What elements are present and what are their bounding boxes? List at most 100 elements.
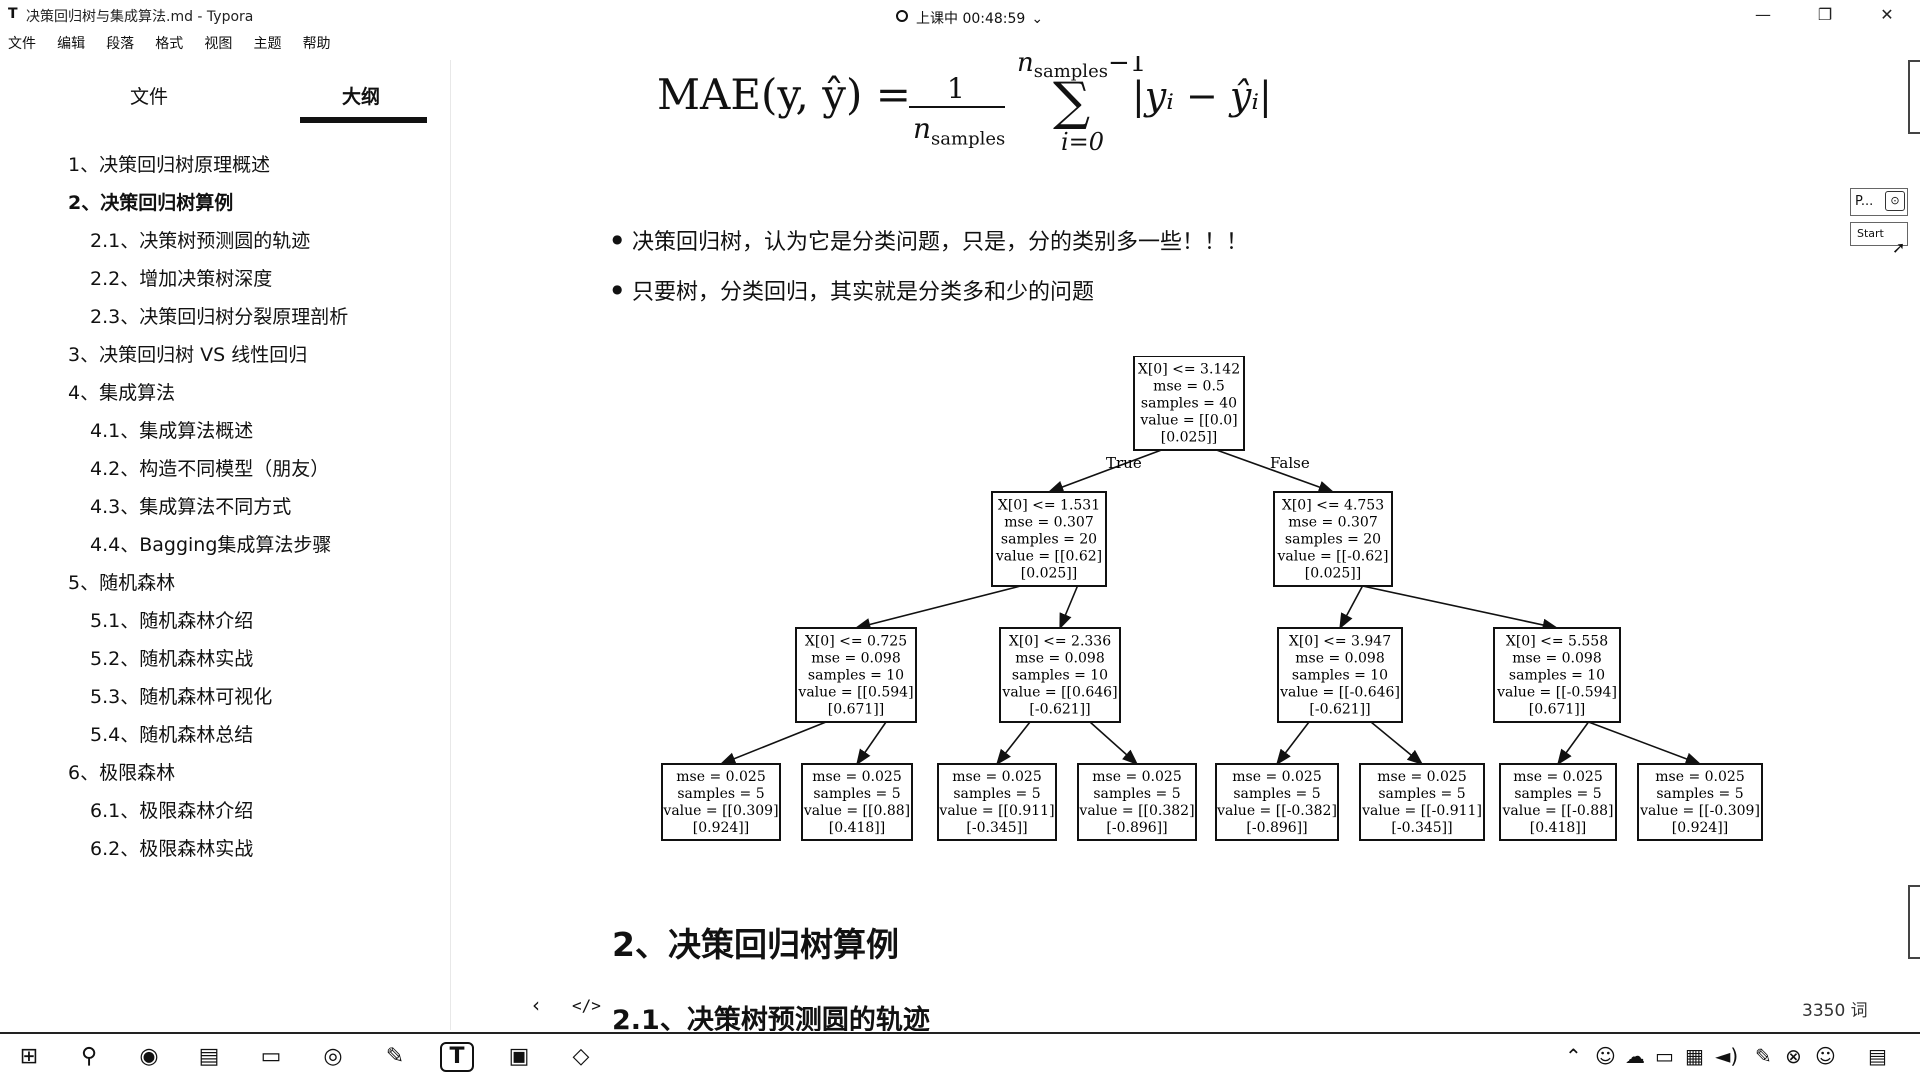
menu-file[interactable]: 文件 bbox=[8, 36, 36, 52]
tree-node-line: mse = 0.307 bbox=[1004, 515, 1093, 531]
mae-formula: MAE(y, ŷ) = 1 nsamples nsamples−1 ∑ i=0 … bbox=[657, 56, 1297, 166]
outline-item[interactable]: 6.2、极限森林实战 bbox=[90, 838, 254, 860]
window-title: 决策回归树与集成算法.md - Typora bbox=[26, 9, 254, 25]
tree-node-line: samples = 5 bbox=[1514, 786, 1601, 802]
editor-pane[interactable]: MAE(y, ŷ) = 1 nsamples nsamples−1 ∑ i=0 … bbox=[452, 56, 1912, 1031]
recording-status[interactable]: 上课中 00:48:59⌄ bbox=[896, 8, 1043, 28]
tree-edge bbox=[1216, 449, 1335, 494]
start-button[interactable]: Start bbox=[1850, 222, 1908, 246]
formula-lhs: MAE(y, ŷ) = bbox=[657, 70, 911, 119]
academic-icon[interactable]: ◇ bbox=[572, 1044, 590, 1069]
video-icon[interactable]: ▤ bbox=[198, 1044, 220, 1069]
sum-icon: ∑ bbox=[1053, 72, 1091, 132]
outline-item[interactable]: 1、决策回归树原理概述 bbox=[68, 154, 271, 176]
outline-item[interactable]: 5.2、随机森林实战 bbox=[90, 648, 254, 670]
cloud-icon[interactable]: ☁ bbox=[1625, 1044, 1645, 1068]
file-explorer-icon[interactable]: ▭ bbox=[260, 1044, 282, 1069]
widget-top[interactable]: P... ⊙ bbox=[1850, 188, 1908, 216]
pen-tool-icon[interactable]: ✎ bbox=[385, 1044, 405, 1069]
volume-icon[interactable]: ◄) bbox=[1715, 1044, 1739, 1068]
outline-item[interactable]: 4.3、集成算法不同方式 bbox=[90, 496, 292, 518]
tree-node-line: [0.025]] bbox=[1161, 430, 1217, 446]
typora-icon[interactable]: T bbox=[440, 1042, 474, 1072]
outline-item[interactable]: 6.1、极限森林介绍 bbox=[90, 800, 254, 822]
close-button[interactable]: ✕ bbox=[1880, 5, 1894, 24]
minimize-button[interactable]: — bbox=[1755, 5, 1771, 24]
tree-node-line: mse = 0.098 bbox=[811, 651, 900, 667]
outline-item[interactable]: 2.2、增加决策树深度 bbox=[90, 268, 273, 290]
outline-item[interactable]: 2.1、决策树预测圆的轨迹 bbox=[90, 230, 311, 252]
tree-node-line: X[0] <= 4.753 bbox=[1282, 498, 1384, 514]
scrollbar-thumb[interactable] bbox=[1908, 885, 1920, 959]
back-arrow-button[interactable]: ‹ bbox=[532, 993, 540, 1017]
sidebar: 文件 大纲 1、决策回归树原理概述 2、决策回归树算例 2.1、决策树预测圆的轨迹 2… bbox=[0, 60, 451, 1030]
outline-item[interactable]: 5.3、随机森林可视化 bbox=[90, 686, 273, 708]
battery-icon[interactable]: ▭ bbox=[1655, 1044, 1674, 1068]
active-tab-indicator bbox=[300, 117, 427, 123]
tree-node-line: samples = 5 bbox=[1378, 786, 1465, 802]
outline-item[interactable]: 2、决策回归树算例 bbox=[68, 192, 234, 214]
tree-node-line: mse = 0.098 bbox=[1295, 651, 1384, 667]
tray-face-icon[interactable]: ☺ bbox=[1815, 1044, 1836, 1068]
record-icon[interactable]: ◉ bbox=[139, 1044, 159, 1069]
menu-view[interactable]: 视图 bbox=[204, 36, 233, 52]
outline-item[interactable]: 4、集成算法 bbox=[68, 382, 176, 404]
outline-item[interactable]: 6、极限森林 bbox=[68, 762, 176, 784]
sum-lower: i=0 bbox=[1061, 128, 1105, 156]
notification-icon[interactable]: ▤ bbox=[1868, 1044, 1887, 1068]
scrollbar-thumb[interactable] bbox=[1908, 60, 1920, 134]
tree-edge bbox=[1370, 721, 1424, 766]
tree-node-line: samples = 5 bbox=[1656, 786, 1743, 802]
tree-edge bbox=[1557, 721, 1590, 766]
tray-app-icon[interactable]: ☺ bbox=[1595, 1044, 1616, 1068]
chevron-down-icon: ⌄ bbox=[1031, 11, 1044, 27]
outline-item[interactable]: 4.1、集成算法概述 bbox=[90, 420, 254, 442]
tree-node-line: mse = 0.025 bbox=[952, 769, 1041, 785]
tree-node-line: value = [[-0.646] bbox=[1279, 685, 1400, 701]
tree-node-line: samples = 10 bbox=[1292, 668, 1388, 684]
pen-icon[interactable]: ✎ bbox=[1755, 1044, 1772, 1068]
source-code-toggle[interactable]: </> bbox=[572, 996, 601, 1015]
edge-label-false: False bbox=[1270, 454, 1310, 472]
tree-node-line: value = [[-0.594] bbox=[1496, 685, 1617, 701]
outline-item[interactable]: 2.3、决策回归树分裂原理剖析 bbox=[90, 306, 349, 328]
tree-node-line: value = [[-0.309] bbox=[1639, 803, 1760, 819]
tree-node-line: [0.924]] bbox=[1672, 820, 1728, 836]
outline-item[interactable]: 4.4、Bagging集成算法步骤 bbox=[90, 534, 332, 556]
outline-item[interactable]: 4.2、构造不同模型（朋友） bbox=[90, 458, 330, 480]
menu-help[interactable]: 帮助 bbox=[302, 36, 331, 52]
close-circle-icon[interactable]: ⊗ bbox=[1785, 1044, 1802, 1068]
tab-files[interactable]: 文件 bbox=[130, 86, 169, 108]
tray-chevron-icon[interactable]: ⌃ bbox=[1565, 1044, 1582, 1068]
word-count[interactable]: 3350 词 bbox=[1802, 1001, 1868, 1021]
tab-outline[interactable]: 大纲 bbox=[342, 86, 381, 108]
outline-item[interactable]: 5、随机森林 bbox=[68, 572, 176, 594]
tree-edge bbox=[854, 585, 1021, 631]
tree-node-line: samples = 5 bbox=[1093, 786, 1180, 802]
display-icon[interactable]: ▦ bbox=[1685, 1044, 1704, 1068]
outline-item[interactable]: 5.4、随机森林总结 bbox=[90, 724, 254, 746]
tree-node-line: samples = 5 bbox=[953, 786, 1040, 802]
tree-node-line: X[0] <= 2.336 bbox=[1009, 634, 1111, 650]
outline-item[interactable]: 3、决策回归树 VS 线性回归 bbox=[68, 344, 308, 366]
outline-item[interactable]: 5.1、随机森林介绍 bbox=[90, 610, 254, 632]
tree-node-line: [-0.621]] bbox=[1029, 702, 1090, 718]
tree-node-line: samples = 40 bbox=[1141, 396, 1237, 412]
tree-node-line: value = [[0.0] bbox=[1139, 413, 1237, 429]
search-icon[interactable]: ⚲ bbox=[80, 1044, 98, 1069]
menu-format[interactable]: 格式 bbox=[155, 36, 184, 52]
windows-icon[interactable]: ⊞ bbox=[19, 1044, 39, 1069]
menu-theme[interactable]: 主题 bbox=[253, 36, 282, 52]
tree-node-line: samples = 10 bbox=[1509, 668, 1605, 684]
menu-paragraph[interactable]: 段落 bbox=[106, 36, 135, 52]
tree-node-line: [0.924]] bbox=[693, 820, 749, 836]
menu-edit[interactable]: 编辑 bbox=[57, 36, 86, 52]
tree-node-line: [0.671]] bbox=[1529, 702, 1585, 718]
slides-icon[interactable]: ▣ bbox=[508, 1044, 530, 1069]
maximize-button[interactable]: ❐ bbox=[1817, 5, 1833, 24]
browser-icon[interactable]: ◎ bbox=[323, 1044, 343, 1069]
tree-node-line: samples = 10 bbox=[808, 668, 904, 684]
